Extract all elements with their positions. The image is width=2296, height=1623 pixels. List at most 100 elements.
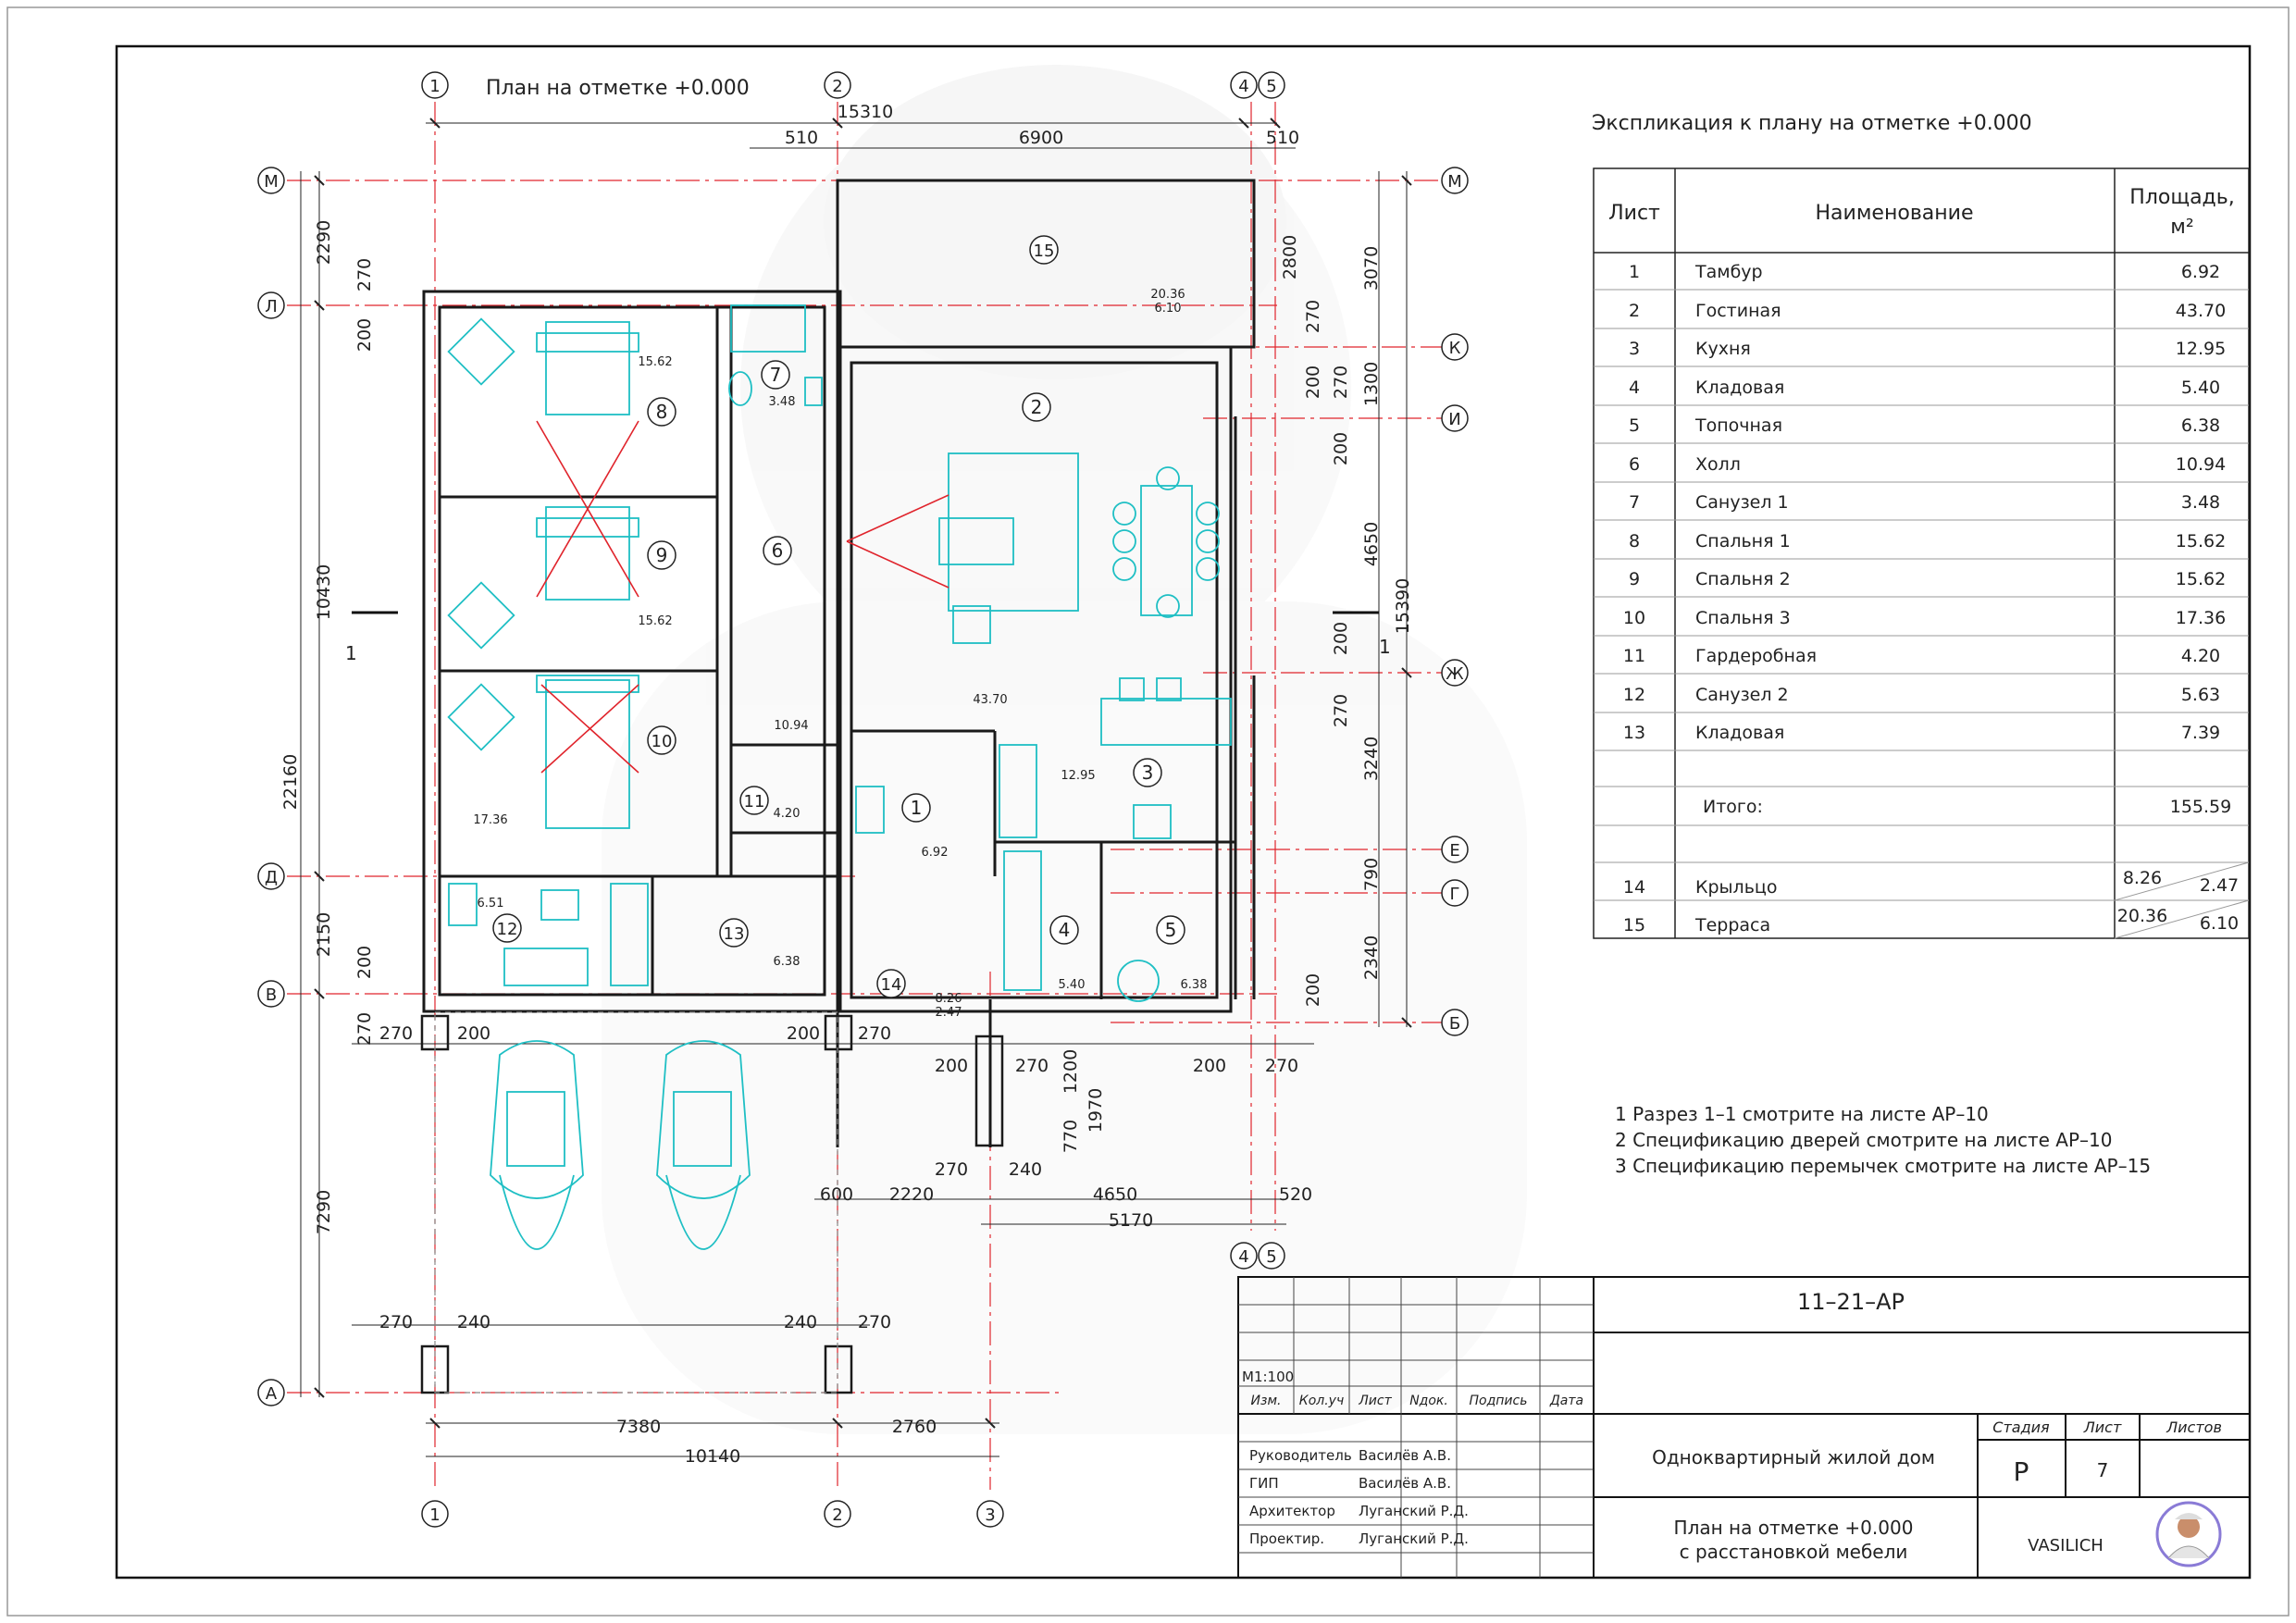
svg-text:270: 270 (1015, 1056, 1049, 1076)
svg-text:200: 200 (1303, 365, 1323, 399)
svg-text:8.26: 8.26 (936, 992, 962, 1006)
svg-text:Итого:: Итого: (1703, 797, 1763, 817)
svg-text:770: 770 (1061, 1120, 1081, 1153)
svg-text:Архитектор: Архитектор (1249, 1503, 1335, 1519)
dimension-text: 15310 510 6900 510 2290 270 200 10430 22… (280, 102, 1413, 1467)
room-13: 136.38 (719, 918, 800, 969)
room-2: 243.70 (973, 392, 1051, 707)
axis-G-right: Г (1441, 879, 1469, 907)
svg-text:14: 14 (1623, 877, 1645, 898)
svg-text:15390: 15390 (1393, 578, 1413, 634)
svg-text:4.20: 4.20 (2181, 646, 2220, 666)
svg-text:Стадия: Стадия (1992, 1419, 2050, 1436)
svg-text:Г: Г (1450, 885, 1460, 904)
svg-text:510: 510 (1266, 128, 1299, 148)
svg-text:11: 11 (744, 792, 765, 812)
svg-text:5: 5 (1266, 1247, 1276, 1267)
svg-text:8: 8 (1629, 531, 1640, 551)
object-name: Одноквартирный жилой дом (1652, 1446, 1935, 1468)
svg-text:17.36: 17.36 (2176, 608, 2226, 628)
svg-text:200: 200 (787, 1023, 820, 1044)
svg-text:М: М (1447, 172, 1462, 192)
svg-text:15: 15 (1034, 242, 1055, 261)
svg-text:7.39: 7.39 (2181, 723, 2220, 743)
svg-text:43.70: 43.70 (2176, 301, 2226, 321)
svg-text:1200: 1200 (1061, 1049, 1081, 1094)
svg-text:200: 200 (1331, 432, 1351, 465)
svg-text:6.38: 6.38 (774, 955, 800, 969)
svg-text:2800: 2800 (1280, 235, 1300, 279)
svg-text:4: 4 (1238, 1247, 1248, 1267)
svg-text:200: 200 (1303, 973, 1323, 1007)
svg-text:10: 10 (1623, 608, 1645, 628)
svg-text:270: 270 (354, 1012, 375, 1046)
svg-text:Кладовая: Кладовая (1695, 723, 1784, 743)
svg-text:7: 7 (1629, 492, 1640, 513)
svg-text:1: 1 (429, 1505, 440, 1525)
room-4: 45.40 (1049, 915, 1085, 992)
svg-text:Холл: Холл (1695, 454, 1741, 475)
svg-text:Б: Б (1449, 1014, 1460, 1034)
svg-text:22160: 22160 (280, 754, 301, 810)
svg-text:Тамбур: Тамбур (1694, 262, 1763, 282)
svg-text:15.62: 15.62 (638, 355, 672, 369)
svg-text:6.92: 6.92 (922, 846, 949, 860)
svg-text:Кладовая: Кладовая (1695, 378, 1784, 398)
drawing-title-2: с расстановкой мебели (1680, 1541, 1908, 1563)
svg-text:20.36: 20.36 (2117, 906, 2167, 926)
svg-text:200: 200 (935, 1056, 968, 1076)
svg-text:2150: 2150 (314, 912, 334, 957)
svg-text:М: М (264, 172, 279, 192)
explication-total: Итого:155.59 (1703, 797, 2231, 817)
scale: М1:100 (1242, 1369, 1294, 1385)
svg-text:12.95: 12.95 (1061, 769, 1095, 783)
svg-text:17.36: 17.36 (473, 813, 507, 827)
axis-markers: 1 2 4 5 4 5 1 2 3 М Л Д В А М К И Ж Е Г … (257, 71, 1469, 1528)
axis-4-top: 4 (1230, 71, 1258, 99)
svg-text:6.92: 6.92 (2181, 262, 2220, 282)
svg-text:6: 6 (772, 539, 784, 562)
svg-text:Кол.уч: Кол.уч (1299, 1394, 1344, 1408)
svg-text:6.38: 6.38 (2181, 415, 2220, 436)
svg-text:200: 200 (1193, 1056, 1226, 1076)
svg-text:5: 5 (1266, 77, 1276, 96)
sheet-value: 7 (2097, 1459, 2109, 1481)
svg-text:Терраса: Терраса (1694, 915, 1770, 935)
axis-V-left: В (257, 980, 285, 1008)
svg-text:14: 14 (881, 975, 902, 995)
svg-text:270: 270 (858, 1312, 891, 1332)
room-3: 312.95 (1061, 758, 1162, 787)
svg-text:5.40: 5.40 (2181, 378, 2220, 398)
stage-value: Р (2014, 1456, 2029, 1487)
svg-text:Лист: Лист (1608, 202, 1660, 225)
svg-text:510: 510 (785, 128, 818, 148)
svg-text:1: 1 (1629, 262, 1640, 282)
svg-text:5: 5 (1629, 415, 1640, 436)
svg-text:Проектир.: Проектир. (1249, 1530, 1324, 1547)
svg-text:Подпись: Подпись (1470, 1394, 1528, 1408)
svg-text:7: 7 (770, 364, 782, 386)
svg-text:15: 15 (1623, 915, 1645, 935)
svg-text:6.38: 6.38 (1181, 978, 1208, 992)
svg-text:Луганский Р.Д.: Луганский Р.Д. (1359, 1530, 1469, 1547)
svg-text:8.26: 8.26 (2123, 868, 2162, 888)
svg-text:Гардеробная: Гардеробная (1695, 646, 1817, 666)
svg-text:9: 9 (1629, 569, 1640, 589)
svg-text:К: К (1449, 339, 1461, 358)
svg-text:270: 270 (1331, 694, 1351, 727)
svg-text:Луганский Р.Д.: Луганский Р.Д. (1359, 1503, 1469, 1519)
svg-text:И: И (1448, 410, 1460, 429)
svg-text:Листов: Листов (2166, 1419, 2222, 1436)
svg-text:1: 1 (345, 642, 357, 664)
outer-frame (6, 6, 2290, 1617)
svg-text:Крыльцо: Крыльцо (1695, 877, 1777, 898)
svg-text:2: 2 (832, 77, 842, 96)
svg-text:Спальня 1: Спальня 1 (1695, 531, 1791, 551)
axis-2-top: 2 (824, 71, 851, 99)
svg-text:13: 13 (724, 924, 745, 944)
axis-I-right: И (1441, 404, 1469, 432)
svg-text:Санузел 1: Санузел 1 (1695, 492, 1789, 513)
